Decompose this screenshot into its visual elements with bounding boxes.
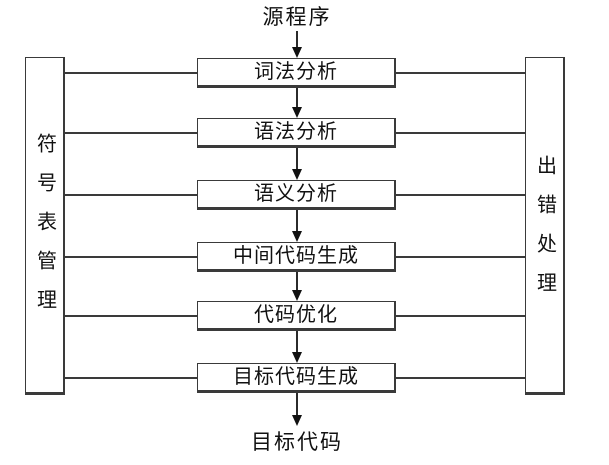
error-handling-label: 出错处理 — [533, 155, 556, 311]
connector-line — [395, 377, 526, 379]
stage-label: 中间代码生成 — [233, 245, 359, 267]
stage-label: 目标代码生成 — [233, 366, 359, 388]
connector-line — [63, 194, 198, 196]
stage-box-intermediate-code-generation: 中间代码生成 — [197, 242, 396, 272]
connector-line — [395, 194, 526, 196]
connector-line — [63, 315, 198, 317]
stage-label: 词法分析 — [254, 61, 338, 83]
stage-box-semantic-analysis: 语义分析 — [197, 180, 396, 210]
down-arrow — [292, 393, 302, 426]
target-code-label: 目标代码 — [251, 430, 343, 454]
stage-label: 语义分析 — [254, 183, 338, 205]
down-arrow — [292, 148, 302, 180]
error-handling-panel: 出错处理 — [525, 57, 565, 395]
symbol-table-management-panel: 符号表管理 — [25, 57, 65, 395]
stage-box-syntax-analysis: 语法分析 — [197, 118, 396, 148]
source-program-label: 源程序 — [262, 5, 332, 29]
down-arrow — [292, 331, 302, 363]
connector-line — [395, 72, 526, 74]
connector-line — [395, 315, 526, 317]
down-arrow — [292, 31, 302, 58]
connector-line — [395, 256, 526, 258]
down-arrow — [292, 210, 302, 242]
connector-line — [63, 256, 198, 258]
stage-box-lexical-analysis: 词法分析 — [197, 58, 396, 88]
symbol-table-management-label: 符号表管理 — [33, 132, 56, 328]
stage-box-code-optimization: 代码优化 — [197, 301, 396, 331]
down-arrow — [292, 272, 302, 301]
stage-label: 语法分析 — [254, 121, 338, 143]
connector-line — [63, 132, 198, 134]
connector-line — [395, 132, 526, 134]
stage-box-target-code-generation: 目标代码生成 — [197, 363, 396, 393]
connector-line — [63, 72, 198, 74]
connector-line — [63, 377, 198, 379]
stage-label: 代码优化 — [254, 304, 338, 326]
down-arrow — [292, 88, 302, 118]
